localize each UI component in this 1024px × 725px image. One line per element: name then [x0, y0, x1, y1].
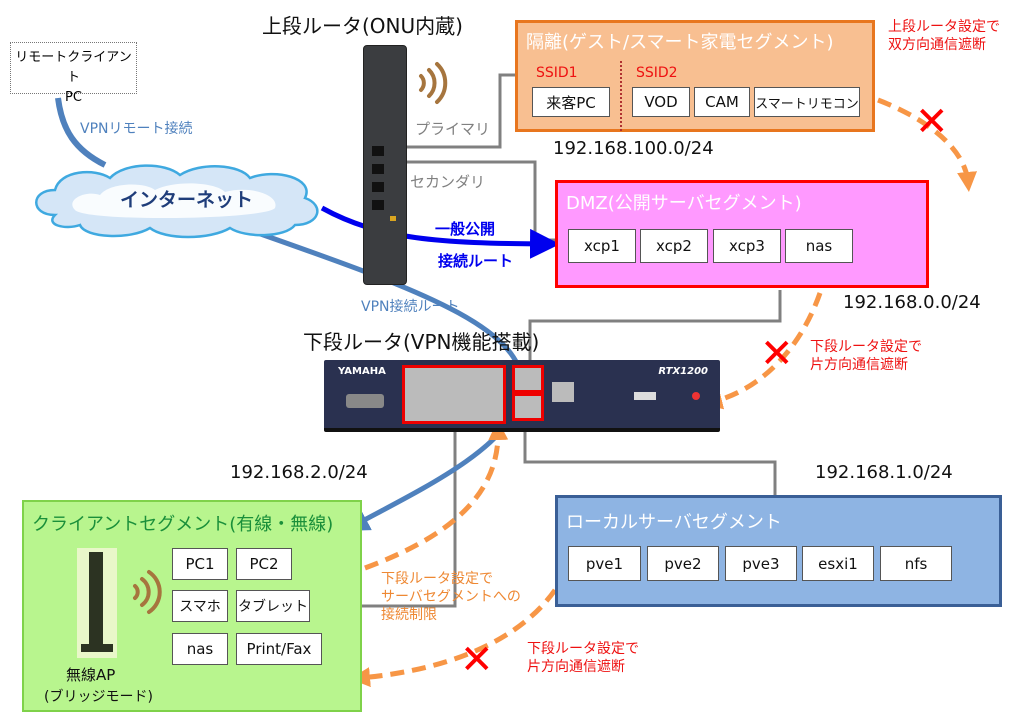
dashed-arrow-upper-block	[877, 97, 978, 192]
segment-dmz-title: DMZ(公開サーバセグメント)	[566, 193, 802, 214]
public-route-label-2: 接続ルート	[438, 252, 514, 270]
remote-client-label-2: PC	[65, 90, 82, 105]
note-lower-block-local-line1: 下段ルータ設定で	[527, 641, 639, 657]
vpn-remote-line	[55, 97, 107, 168]
node-tablet: タブレット	[236, 590, 310, 622]
public-route-line	[320, 205, 560, 259]
wifi-signal-icon	[419, 62, 448, 104]
note-lower-block-local: 下段ルータ設定で 片方向通信遮断	[527, 640, 639, 676]
node-vod: VOD	[632, 87, 690, 117]
lower-router-device: YAMAHA RTX1200	[324, 360, 720, 432]
node-pve3: pve3	[725, 546, 797, 581]
upper-router-led	[390, 216, 396, 221]
remote-client-label-1: リモートクライアント	[15, 50, 132, 85]
public-route-label-1: 一般公開	[435, 220, 496, 238]
secondary-label: セカンダリ	[410, 173, 486, 191]
segment-isolated: 隔離(ゲスト/スマート家電セグメント) SSID1 SSID2 来客PC VOD…	[515, 20, 875, 132]
note-server-restrict-line2: サーバセグメントへの	[381, 589, 521, 605]
usb-port	[634, 392, 656, 400]
note-upper-block-line1: 上段ルータ設定で	[888, 19, 1000, 35]
subnet-client: 192.168.2.0/24	[230, 462, 368, 483]
wifi-signal-icon	[133, 570, 162, 614]
node-print-fax: Print/Fax	[236, 633, 322, 665]
node-esxi1: esxi1	[802, 546, 874, 581]
upper-router-port	[372, 182, 384, 192]
lower-router-brand: YAMAHA	[338, 366, 386, 377]
upper-router-port	[372, 146, 384, 156]
lower-router-model: RTX1200	[658, 366, 708, 377]
node-pve1: pve1	[568, 546, 641, 581]
remote-client-pc: リモートクライアント PC	[10, 42, 137, 105]
vpn-route-label: VPN接続ルート	[361, 299, 460, 315]
node-nas-dmz: nas	[785, 229, 853, 263]
segment-local-server: ローカルサーバセグメント pve1 pve2 pve3 esxi1 nfs	[555, 495, 1002, 607]
segment-local-server-title: ローカルサーバセグメント	[566, 512, 782, 533]
node-smartphone: スマホ	[172, 590, 228, 622]
segment-client-title: クライアントセグメント(有線・無線)	[32, 514, 334, 535]
node-xcp1: xcp1	[568, 229, 636, 263]
ap-mode-label: (ブリッジモード)	[44, 689, 153, 705]
ssid2-label: SSID2	[636, 65, 678, 81]
wire-primary	[390, 73, 515, 149]
block-x-icon: ✕	[760, 331, 794, 377]
upper-router-port	[372, 200, 384, 210]
lan-port-lower	[512, 393, 544, 421]
ap-label: 無線AP	[66, 666, 116, 684]
upper-router-title: 上段ルータ(ONU内蔵)	[262, 14, 463, 38]
wire-dmz-lower	[528, 290, 782, 365]
node-xcp3: xcp3	[713, 229, 781, 263]
node-smart-remote: スマートリモコン	[754, 87, 860, 117]
segment-client: クライアントセグメント(有線・無線) 無線AP (ブリッジモード) PC1 PC…	[22, 500, 362, 712]
node-guest-pc: 来客PC	[532, 87, 610, 117]
dashed-arrow-dmz-block	[702, 292, 823, 410]
segment-isolated-title: 隔離(ゲスト/スマート家電セグメント)	[526, 32, 834, 53]
ssid-divider	[620, 61, 622, 131]
lan-port-upper	[512, 365, 544, 393]
note-upper-block-line2: 双方向通信遮断	[888, 37, 986, 53]
ap-body	[89, 552, 103, 648]
dashed-arrow-server-restrict	[364, 420, 509, 571]
node-nfs: nfs	[880, 546, 952, 581]
wire-local-lower	[523, 425, 777, 495]
primary-label: プライマリ	[415, 120, 491, 138]
internet-cloud-icon	[35, 164, 319, 239]
upper-router-device	[363, 45, 407, 285]
note-upper-block: 上段ルータ設定で 双方向通信遮断	[888, 18, 1000, 54]
segment-dmz: DMZ(公開サーバセグメント) xcp1 xcp2 xcp3 nas	[555, 180, 929, 288]
block-x-icon: ✕	[915, 99, 949, 145]
node-cam: CAM	[694, 87, 750, 117]
console-port	[346, 394, 384, 408]
node-pve2: pve2	[647, 546, 719, 581]
wireless-ap-device	[77, 548, 117, 658]
node-xcp2: xcp2	[640, 229, 708, 263]
lan-switch-ports	[402, 365, 506, 424]
ap-base	[81, 644, 113, 652]
ssid1-label: SSID1	[536, 65, 578, 81]
note-lower-block-local-line2: 片方向通信遮断	[527, 659, 625, 675]
subnet-isolated: 192.168.100.0/24	[553, 138, 714, 159]
note-server-restrict-line3: 接続制限	[381, 607, 437, 623]
internet-label: インターネット	[120, 189, 254, 211]
block-x-icon: ✕	[460, 637, 494, 683]
lower-router-title: 下段ルータ(VPN機能搭載)	[303, 330, 540, 354]
note-lower-block-dmz-line2: 片方向通信遮断	[810, 357, 908, 373]
subnet-local-server: 192.168.1.0/24	[815, 462, 953, 483]
node-pc1: PC1	[172, 548, 228, 580]
node-nas-client: nas	[172, 633, 228, 665]
note-lower-block-dmz: 下段ルータ設定で 片方向通信遮断	[810, 338, 922, 374]
note-server-restrict: 下段ルータ設定で サーバセグメントへの 接続制限	[381, 570, 521, 624]
vpn-remote-label: VPNリモート接続	[80, 121, 193, 137]
dashed-arrow-local-block	[350, 588, 558, 688]
upper-router-port	[372, 164, 384, 174]
note-server-restrict-line1: 下段ルータ設定で	[381, 571, 493, 587]
wire-client-lower	[362, 425, 457, 608]
subnet-dmz: 192.168.0.0/24	[843, 292, 981, 313]
download-button	[692, 392, 700, 400]
node-pc2: PC2	[236, 548, 292, 580]
note-lower-block-dmz-line1: 下段ルータ設定で	[810, 339, 922, 355]
isdn-port	[552, 382, 574, 402]
